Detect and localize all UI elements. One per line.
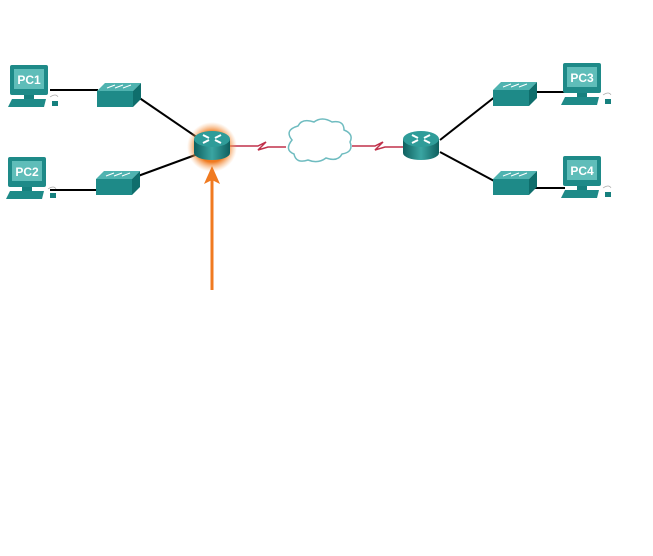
pc2[interactable]: PC2 — [5, 156, 57, 200]
link-switch1-router1 — [137, 96, 199, 139]
pc4[interactable]: PC4 — [560, 155, 612, 199]
serial-link-router1-cloud — [230, 141, 286, 151]
switch-3-icon[interactable] — [492, 81, 538, 107]
link-switch2-router1 — [137, 153, 199, 177]
pc1-label: PC1 — [17, 73, 41, 87]
switch-2-icon[interactable] — [95, 170, 141, 196]
wan-cloud-icon — [287, 118, 352, 163]
switch-4-icon[interactable] — [492, 170, 538, 196]
link-router2-switch3 — [439, 95, 497, 141]
switch-1-icon[interactable] — [96, 82, 142, 108]
router-1-icon[interactable] — [193, 130, 231, 161]
link-router2-switch4 — [439, 151, 497, 183]
pointer-arrow-icon — [204, 166, 220, 290]
ethernet-links — [50, 89, 565, 191]
pc3[interactable]: PC3 — [560, 62, 612, 106]
pc1[interactable]: PC1 — [7, 64, 59, 108]
pc4-label: PC4 — [570, 164, 594, 178]
serial-link-cloud-router2 — [352, 141, 404, 151]
router-2-icon[interactable] — [402, 130, 440, 161]
pc2-label: PC2 — [15, 165, 39, 179]
pc3-label: PC3 — [570, 71, 594, 85]
